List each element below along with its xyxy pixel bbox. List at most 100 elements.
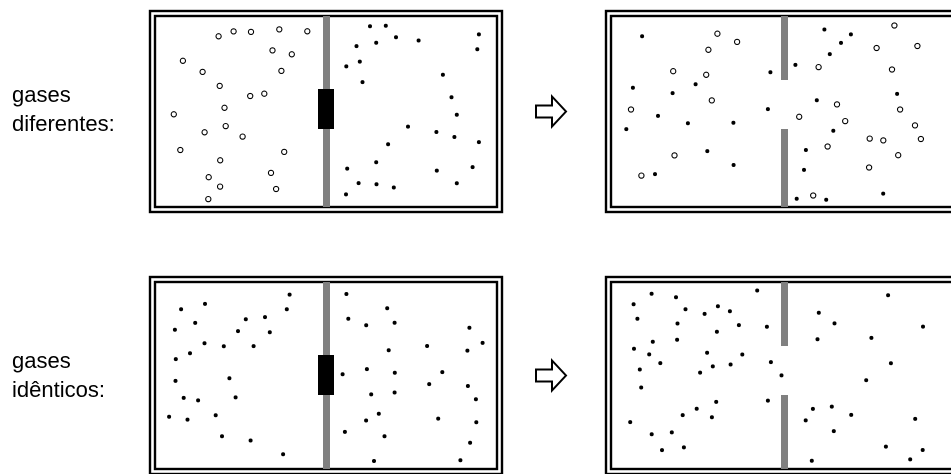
particle-left-identical-19 xyxy=(185,417,190,422)
particle-mixed-different-0-0 xyxy=(708,97,715,104)
particle-mixed-different-24-0 xyxy=(880,137,887,144)
particle-right-identical-17 xyxy=(340,372,345,377)
particle-mixed-different-44-0 xyxy=(873,44,880,52)
particle-mixed-identical-7-0 xyxy=(675,337,680,342)
particle-left-different-10 xyxy=(276,26,283,33)
particle-left-identical-16 xyxy=(172,327,177,332)
particle-mixed-identical-9-0 xyxy=(736,323,741,328)
particle-left-identical-18 xyxy=(179,307,184,312)
particle-mixed-different-42-0 xyxy=(917,135,925,143)
particle-right-different-1 xyxy=(360,80,365,85)
particle-mixed-different-8-0 xyxy=(911,122,919,129)
particle-left-identical-6 xyxy=(221,344,226,349)
particle-left-different-24 xyxy=(205,195,212,203)
particle-right-identical-0 xyxy=(376,411,381,416)
particle-mixed-different-18-0 xyxy=(705,46,712,53)
particle-left-different-21 xyxy=(201,129,208,136)
particle-left-different-7 xyxy=(239,133,246,140)
transition-arrow-icon-different xyxy=(535,93,568,130)
particle-mixed-identical-20-0 xyxy=(649,291,654,296)
particle-mixed-identical-54-0 xyxy=(698,370,703,375)
particle-left-identical-3 xyxy=(193,320,198,325)
particle-mixed-different-37-0 xyxy=(895,91,900,96)
particle-right-different-13 xyxy=(470,165,475,170)
particle-mixed-different-34-0 xyxy=(638,172,645,179)
particle-mixed-different-13-0 xyxy=(670,91,675,96)
particle-left-different-15 xyxy=(217,157,224,164)
particle-mixed-identical-45-0 xyxy=(913,416,918,421)
particle-mixed-different-31-0 xyxy=(693,82,698,87)
particle-mixed-identical-14-0 xyxy=(675,321,680,326)
particle-left-identical-13 xyxy=(173,378,178,383)
particle-mixed-different-21-0 xyxy=(827,52,832,57)
particle-right-identical-4 xyxy=(344,292,349,296)
particle-left-identical-10 xyxy=(220,434,224,439)
particle-mixed-different-3-0 xyxy=(814,98,819,103)
particle-left-identical-21 xyxy=(248,438,253,443)
particle-mixed-different-7-0 xyxy=(881,191,886,196)
particle-mixed-different-11-0 xyxy=(656,113,660,118)
particle-left-different-8 xyxy=(221,104,228,111)
particle-left-different-14 xyxy=(304,28,311,35)
particle-left-identical-14 xyxy=(167,414,172,419)
particle-right-different-12 xyxy=(344,64,349,69)
particle-left-different-4 xyxy=(179,57,187,64)
particle-mixed-different-23-0 xyxy=(794,196,799,201)
particle-mixed-identical-27-0 xyxy=(765,398,770,403)
particle-right-different-27 xyxy=(345,166,350,171)
particle-mixed-identical-34-0 xyxy=(869,335,874,340)
particle-mixed-identical-39-0 xyxy=(669,430,674,435)
particle-right-different-5 xyxy=(476,32,481,37)
particle-mixed-identical-49-0 xyxy=(920,448,925,452)
particle-mixed-identical-37-0 xyxy=(829,404,834,409)
particle-mixed-identical-42-0 xyxy=(768,360,773,365)
particle-right-different-8 xyxy=(406,124,410,129)
particle-right-different-24 xyxy=(391,185,396,190)
particle-mixed-different-50-0 xyxy=(914,42,921,50)
particle-left-identical-8 xyxy=(196,398,201,403)
particle-mixed-different-19-0 xyxy=(848,32,853,37)
particle-right-identical-22 xyxy=(436,416,441,421)
particle-mixed-identical-13-0 xyxy=(709,415,714,420)
particle-mixed-different-40-0 xyxy=(895,152,902,159)
particle-right-different-23 xyxy=(454,181,459,186)
particle-right-identical-11 xyxy=(427,382,432,387)
particle-left-different-2 xyxy=(267,169,275,177)
particle-mixed-identical-3-0 xyxy=(849,412,854,417)
particle-mixed-different-5-0 xyxy=(803,148,808,152)
particle-right-identical-1 xyxy=(468,440,473,445)
particle-mixed-identical-2-0 xyxy=(628,420,633,425)
particle-right-identical-18 xyxy=(465,348,470,353)
particle-mixed-identical-40-0 xyxy=(779,373,784,378)
particle-mixed-identical-4-0 xyxy=(888,361,893,366)
particle-left-identical-9 xyxy=(188,351,192,356)
particle-mixed-different-28-0 xyxy=(865,164,873,171)
particle-mixed-identical-50-0 xyxy=(635,316,640,321)
box-open-identical-outer xyxy=(604,275,951,474)
particle-mixed-different-2-0 xyxy=(815,63,822,71)
particle-right-identical-26 xyxy=(465,384,470,388)
particle-mixed-identical-51-0 xyxy=(710,364,715,369)
particle-right-different-9 xyxy=(476,140,481,145)
particle-mixed-different-49-0 xyxy=(685,121,690,126)
particle-left-different-0 xyxy=(199,68,206,76)
particle-mixed-different-45-0 xyxy=(824,197,829,202)
particle-mixed-identical-26-0 xyxy=(647,352,652,357)
particle-right-identical-23 xyxy=(386,348,391,353)
particle-left-different-1 xyxy=(215,33,222,40)
particle-left-different-3 xyxy=(177,146,184,154)
particle-mixed-identical-18-0 xyxy=(631,302,636,307)
particle-left-different-5 xyxy=(278,67,285,75)
particle-right-identical-19 xyxy=(364,367,369,372)
partition-bottom-different xyxy=(781,129,788,207)
particle-left-identical-11 xyxy=(236,329,240,334)
particle-mixed-identical-53-0 xyxy=(908,457,913,462)
particle-mixed-different-35-0 xyxy=(765,107,770,112)
particle-right-different-10 xyxy=(357,59,362,64)
particle-left-different-12 xyxy=(216,183,224,190)
particle-mixed-different-38-0 xyxy=(714,30,721,37)
particle-right-identical-14 xyxy=(425,344,430,348)
particle-mixed-identical-30-0 xyxy=(803,418,808,423)
particle-left-identical-24 xyxy=(281,452,286,457)
